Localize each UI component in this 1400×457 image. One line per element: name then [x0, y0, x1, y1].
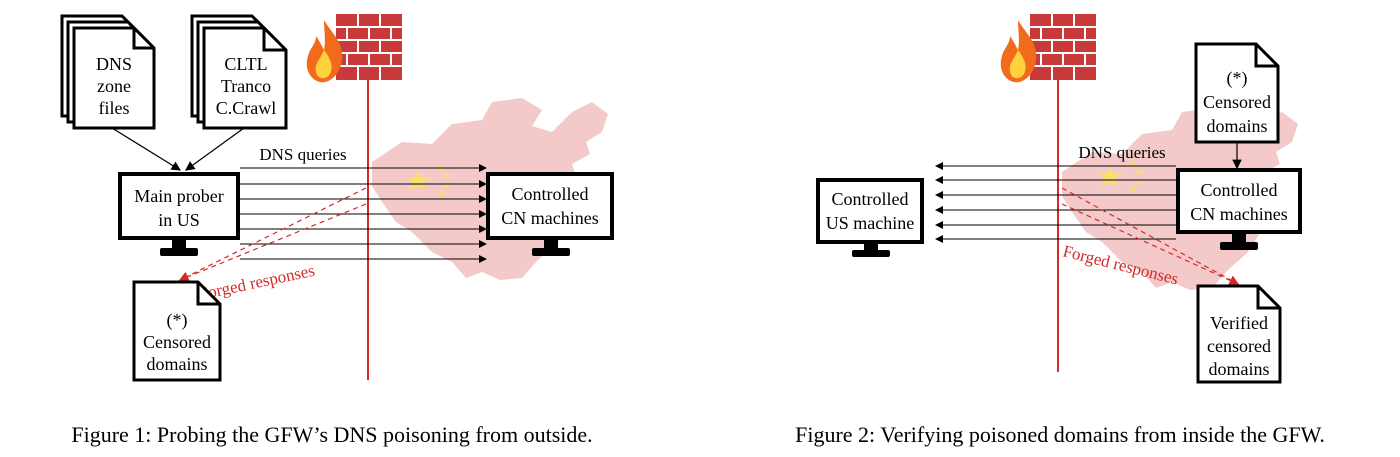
arrow-lists-to-prober — [185, 127, 245, 171]
main-prober-monitor: Main prober in US — [118, 172, 240, 256]
verified-line-2: censored — [1207, 336, 1271, 356]
cn1-line-1: Controlled — [512, 184, 589, 204]
censored1-line-1: (*) — [167, 310, 188, 331]
doc-left-line-3: files — [99, 98, 130, 118]
verified-domains-doc: Verified censored domains — [1196, 284, 1282, 384]
figure-2-caption: Figure 2: Verifying poisoned domains fro… — [795, 422, 1325, 447]
cn-machines-monitor-2: Controlled CN machines — [1176, 168, 1302, 250]
doc-left-line-2: zone — [97, 76, 131, 96]
censored2-line-1: (*) — [1227, 68, 1248, 89]
us-line-1: Controlled — [832, 189, 909, 209]
query-arrows-1 — [240, 164, 487, 263]
cn-machines-monitor-1: Controlled CN machines — [486, 172, 614, 256]
doc-stack-dns-zone-files: DNS zone files — [60, 14, 156, 130]
figure-2: Controlled US machine (*) Censored domai… — [795, 13, 1325, 447]
cn2-line-1: Controlled — [1201, 180, 1278, 200]
firewall-icon-2 — [1029, 13, 1097, 81]
forged-arrows-1 — [178, 187, 367, 282]
china-flag-icon-2 — [1098, 161, 1142, 192]
censored1-line-2: Censored — [143, 332, 211, 352]
figure-1-caption: Figure 1: Probing the GFW’s DNS poisonin… — [71, 422, 592, 447]
dns-queries-label-2: DNS queries — [1078, 143, 1165, 162]
censored1-line-3: domains — [147, 354, 208, 374]
figure-1: DNS zone files CLTL Tranco C.Crawl Main … — [60, 13, 614, 447]
doc-left-line-1: DNS — [96, 54, 132, 74]
us-machine-monitor: Controlled US machine — [816, 178, 924, 257]
censored-domains-doc-1: (*) Censored domains — [132, 280, 222, 382]
forged-arrows-2 — [1061, 187, 1240, 285]
verified-line-3: domains — [1209, 359, 1270, 379]
censored-domains-doc-2: (*) Censored domains — [1194, 42, 1280, 144]
censored2-line-2: Censored — [1203, 92, 1271, 112]
censored2-line-3: domains — [1207, 116, 1268, 136]
us-line-2: US machine — [826, 213, 914, 233]
doc-right-line-1: CLTL — [224, 54, 267, 74]
query-arrows-2 — [935, 162, 1176, 243]
cn1-line-2: CN machines — [501, 208, 598, 228]
arrow-zone-to-prober — [111, 127, 182, 171]
doc-right-line-2: Tranco — [221, 76, 271, 96]
prober-line-1: Main prober — [134, 186, 223, 206]
firewall-icon — [335, 13, 403, 81]
prober-line-2: in US — [158, 210, 200, 230]
verified-line-1: Verified — [1210, 313, 1268, 333]
doc-right-line-3: C.Crawl — [216, 98, 277, 118]
dns-queries-label-1: DNS queries — [259, 145, 346, 164]
doc-stack-top-lists: CLTL Tranco C.Crawl — [190, 14, 288, 130]
cn2-line-2: CN machines — [1190, 204, 1287, 224]
